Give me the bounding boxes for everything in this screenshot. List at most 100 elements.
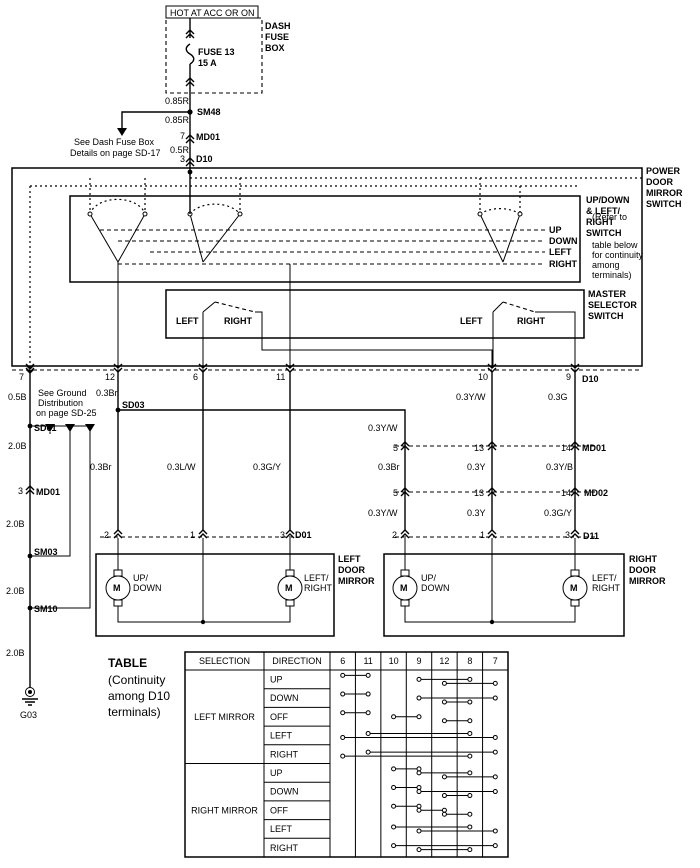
sm48-label: SM48 — [197, 107, 221, 117]
continuity-terminal — [340, 672, 346, 678]
updown-title-2: & LEFT/ — [586, 206, 620, 216]
continuity-terminal — [391, 843, 397, 849]
fuse-details-note-2: Details on page SD-17 — [70, 148, 161, 158]
continuity-terminal — [365, 749, 371, 755]
left-mirror-title-1: LEFT — [338, 554, 361, 564]
table-direction-cell: UP — [270, 675, 283, 685]
refer-note-2: table below — [592, 240, 638, 250]
switch-title-4: SWITCH — [646, 199, 682, 209]
switch-arc-2 — [189, 203, 241, 215]
continuity-terminal — [467, 699, 473, 705]
ground-ref-arrow-3-icon — [85, 424, 95, 432]
table-subtitle-3: terminals) — [108, 705, 161, 719]
table-direction-cell: DOWN — [270, 693, 299, 703]
d10-pin-6: 6 — [193, 372, 198, 382]
selector-right-a: RIGHT — [224, 316, 253, 326]
continuity-terminal — [416, 785, 422, 791]
d10-bottom-terminals — [26, 366, 34, 374]
continuity-terminal — [441, 793, 447, 799]
continuity-terminal — [467, 793, 473, 799]
table-header-terminal: 10 — [389, 656, 399, 666]
switch-blades — [89, 213, 521, 263]
right-mirror-title-2: DOOR — [629, 565, 657, 575]
continuity-terminal — [441, 807, 447, 813]
position-down: DOWN — [549, 236, 578, 246]
position-up: UP — [549, 225, 562, 235]
right-md02-pin-14: 14 — [561, 488, 571, 498]
updown-leftright-switch — [69, 195, 581, 283]
wire-03y-b: 0.3Y — [467, 508, 486, 518]
d11-pin-2: 2 — [392, 530, 397, 540]
left-mirror-title-3: MIRROR — [338, 576, 375, 586]
continuity-terminal — [467, 676, 473, 682]
master-selector-switch — [165, 289, 585, 339]
refer-note-3: for continuity — [592, 250, 644, 260]
left-motor1-label-2: DOWN — [133, 583, 162, 593]
table-direction-cell: RIGHT — [270, 749, 299, 759]
selector-links — [214, 301, 536, 313]
table-direction-cell: OFF — [270, 712, 288, 722]
power-source-label: HOT AT ACC OR ON — [170, 8, 255, 18]
continuity-terminal — [492, 843, 498, 849]
left-mirror-title-2: DOOR — [338, 565, 366, 575]
fuse-out-connector — [185, 77, 195, 87]
left-mirror-internal — [117, 538, 291, 623]
continuity-terminal — [340, 734, 346, 740]
selector-internal-2 — [535, 311, 576, 368]
continuity-terminal — [340, 691, 346, 697]
table-title: TABLE — [108, 656, 147, 670]
continuity-terminal — [441, 718, 447, 724]
d10-pin-9: 9 — [566, 372, 571, 382]
md02-label: MD02 — [584, 488, 608, 498]
fuse-name: FUSE 13 — [198, 47, 235, 57]
right-md01-label: MD01 — [582, 443, 606, 453]
right-door-mirror — [383, 553, 625, 637]
d11-label: D11 — [583, 531, 599, 541]
ground-symbol-icon — [25, 687, 35, 697]
fuse-details-wire — [121, 111, 190, 132]
fuse-details-note-1: See Dash Fuse Box — [74, 137, 155, 147]
continuity-terminal — [441, 699, 447, 705]
continuity-terminal — [416, 803, 422, 809]
continuity-terminal — [416, 695, 422, 701]
d10-pin-10: 10 — [478, 372, 488, 382]
updown-title-4: SWITCH — [586, 228, 622, 238]
master-title-2: SELECTOR — [588, 300, 637, 310]
continuity-terminal — [416, 847, 422, 853]
table-direction-cell: RIGHT — [270, 843, 299, 853]
table-subtitle-2: among D10 — [108, 689, 170, 703]
table-header-terminal: 8 — [467, 656, 472, 666]
wire-05r: 0.5R — [170, 145, 190, 155]
selector-blades — [202, 301, 504, 313]
continuity-terminal — [492, 828, 498, 834]
switch-title-3: MIRROR — [646, 188, 683, 198]
dash-fuse-box — [165, 17, 263, 94]
updown-title-1: UP/DOWN — [586, 195, 630, 205]
continuity-terminal — [391, 766, 397, 772]
continuity-terminal — [365, 730, 371, 736]
d10-top-pin: 3 — [180, 154, 185, 164]
continuity-terminal — [416, 766, 422, 772]
sd01-splice — [27, 423, 33, 429]
wire-03yw-b: 0.3Y/W — [368, 423, 398, 433]
continuity-terminal — [492, 774, 498, 780]
continuity-terminal — [416, 807, 422, 813]
selector-right-b: RIGHT — [517, 316, 546, 326]
table-subtitle-1: (Continuity — [108, 673, 165, 687]
right-motor2-m: M — [570, 583, 578, 593]
continuity-terminal — [365, 672, 371, 678]
continuity-terminal — [340, 753, 346, 759]
d10-bottom-label: D10 — [582, 374, 599, 384]
continuity-terminal — [467, 753, 473, 759]
wire-03lw: 0.3L/W — [167, 462, 196, 472]
right-mirror-internal — [404, 538, 576, 623]
wire-20b-b: 2.0B — [6, 519, 25, 529]
table-direction-cell: DOWN — [270, 787, 299, 797]
position-right: RIGHT — [549, 259, 578, 269]
right-motor1-label-2: DOWN — [421, 583, 450, 593]
continuity-terminal — [441, 774, 447, 780]
position-left: LEFT — [549, 247, 572, 257]
continuity-terminal — [492, 680, 498, 686]
continuity-terminal — [492, 749, 498, 755]
